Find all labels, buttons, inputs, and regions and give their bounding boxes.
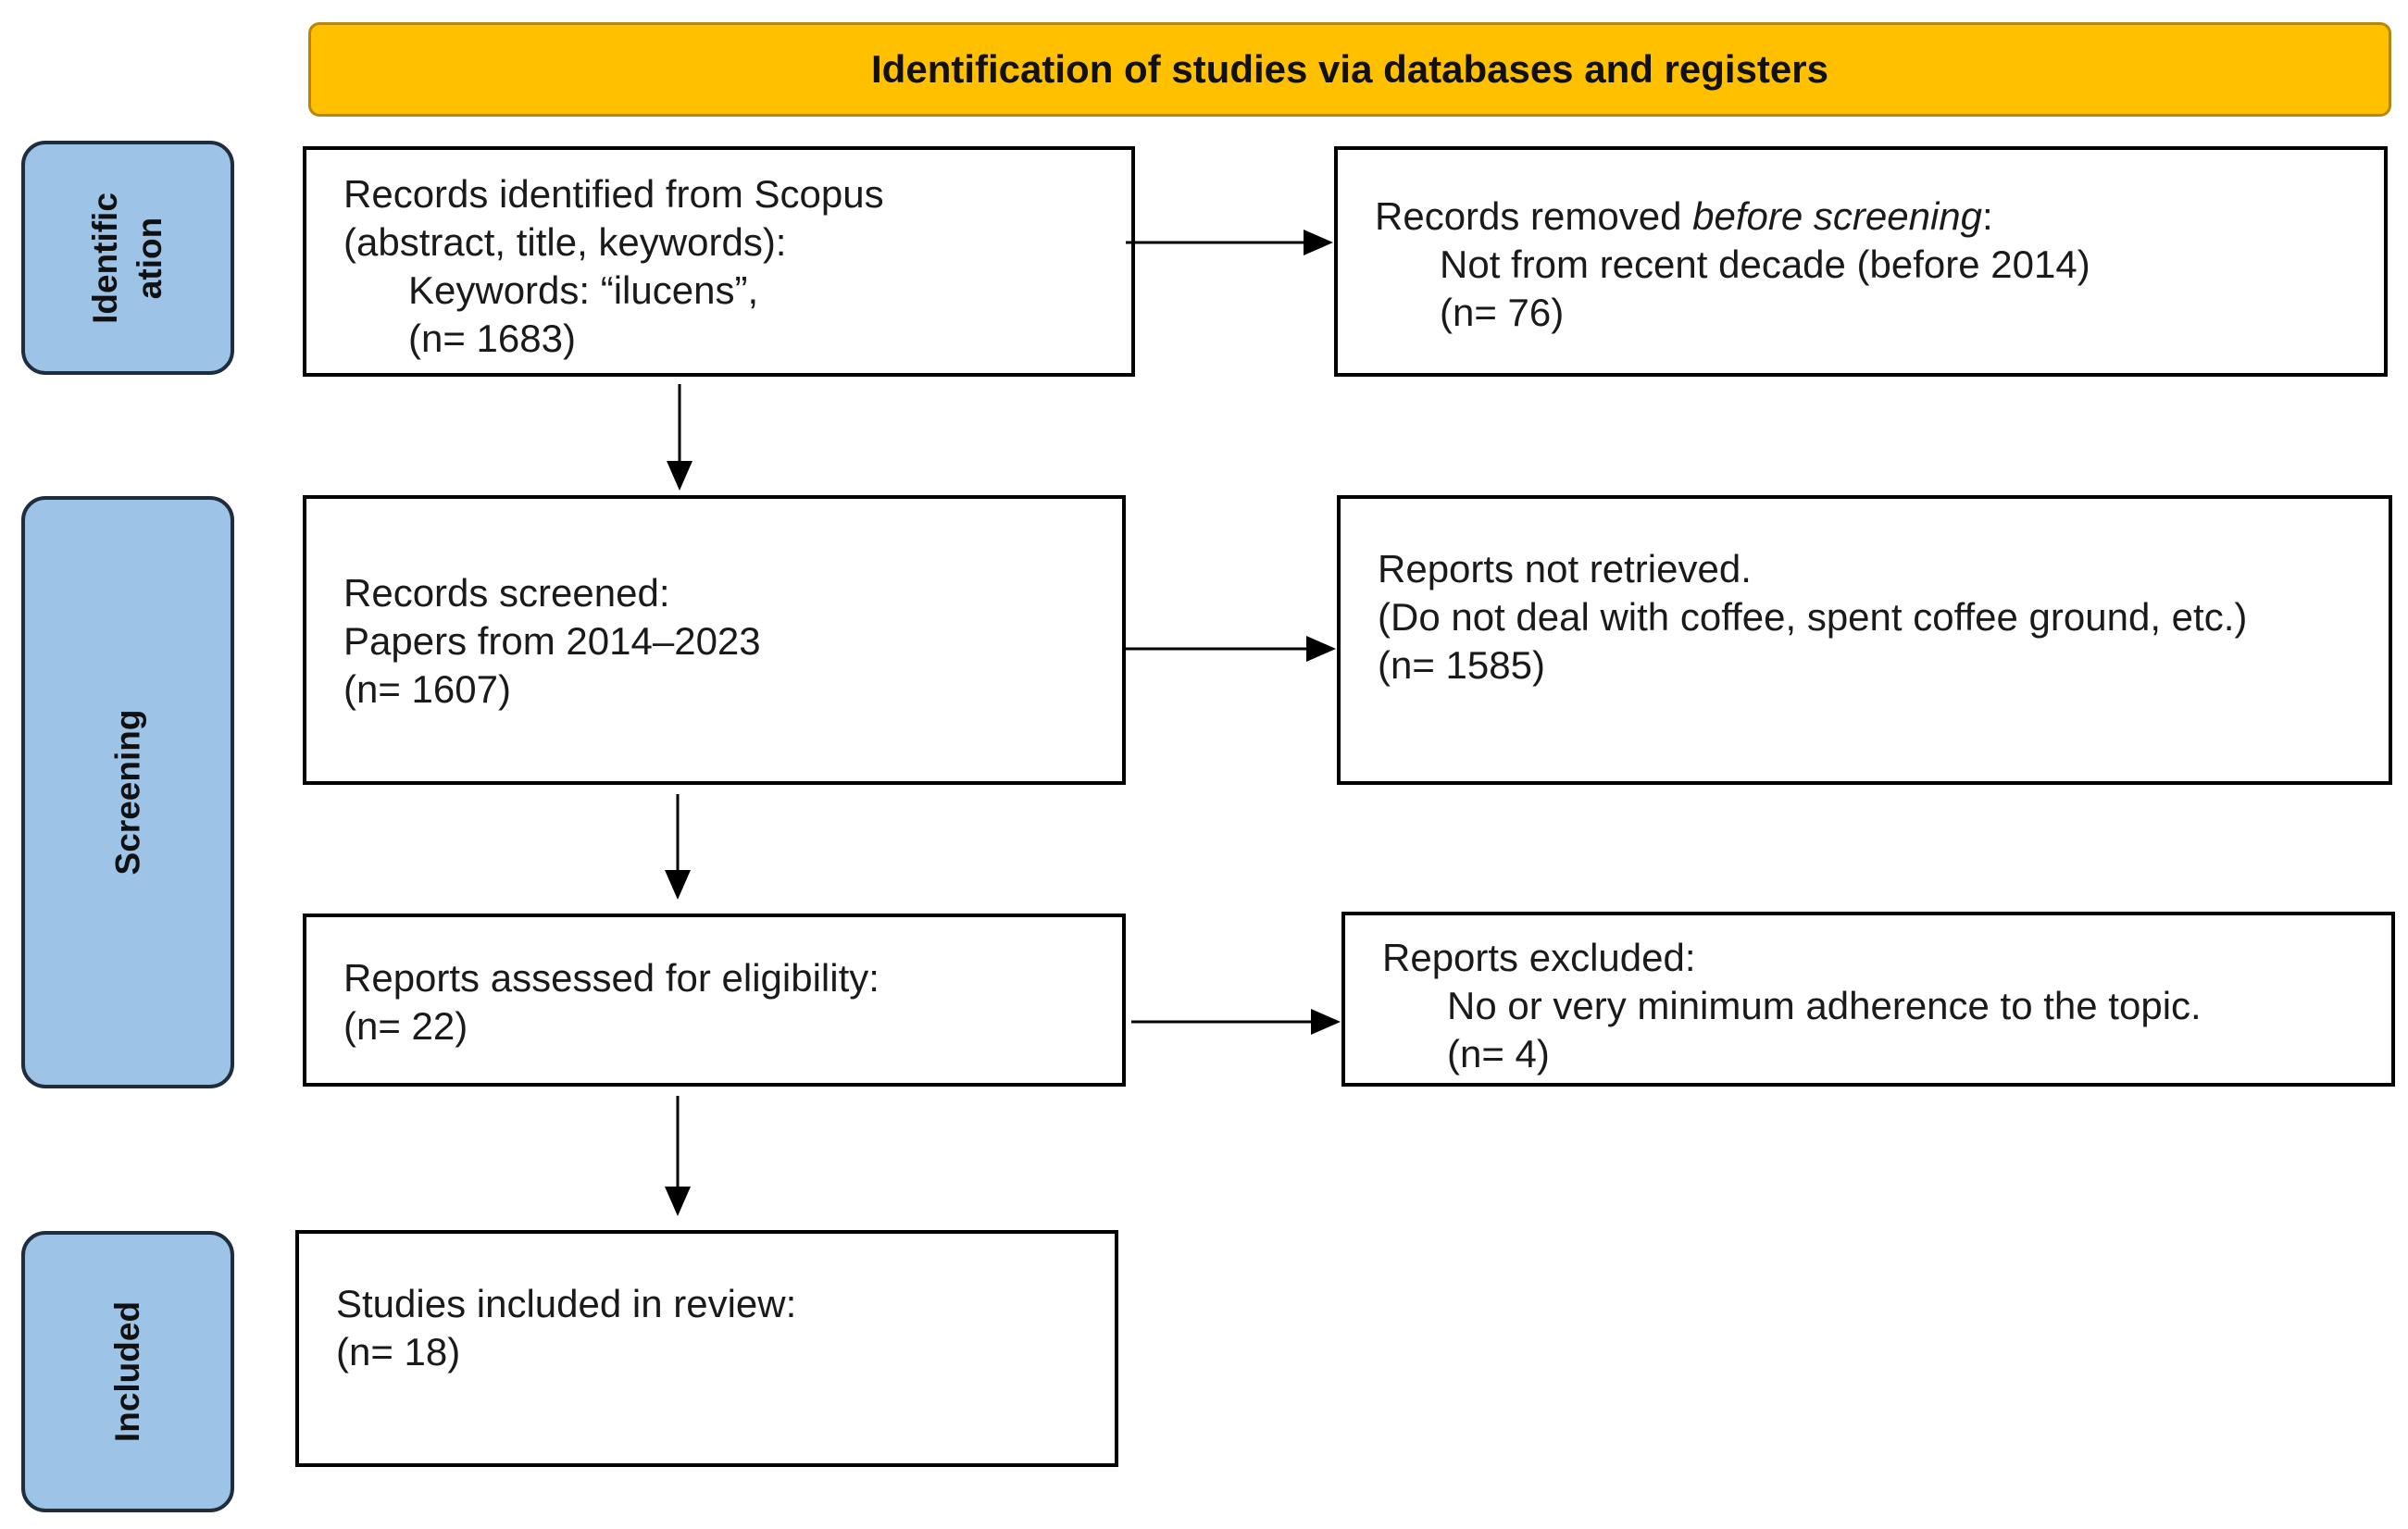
records-identified-box: Records identified from Scopus (abstract… [303,146,1135,377]
reports-not-retrieved-line1: Reports not retrieved. [1378,547,1752,590]
arrow-assessed-to-included [665,1096,691,1216]
records-identified-line1: Records identified from Scopus [343,172,884,216]
banner-title: Identification of studies via databases … [871,47,1828,91]
records-removed-line1: Records removed before screening: [1375,193,2384,241]
reports-not-retrieved-box: Reports not retrieved. (Do not deal with… [1337,495,2392,785]
arrow-identified-to-removed [1126,230,1333,255]
records-removed-suffix: : [1982,194,1993,238]
records-identified-line2: (abstract, title, keywords): [343,220,787,264]
reports-excluded-line1: Reports excluded: [1382,936,1696,979]
records-identified-line3: Keywords: “ilucens”, [408,268,759,312]
reports-excluded-box: Reports excluded: No or very minimum adh… [1341,912,2395,1087]
reports-not-retrieved-line2: (Do not deal with coffee, spent coffee g… [1378,595,2248,639]
records-screened-line2: Papers from 2014–2023 [343,619,761,663]
records-removed-italic: before screening [1692,194,1983,238]
reports-excluded-count: (n= 4) [1447,1032,1550,1075]
reports-not-retrieved-count: (n= 1585) [1378,643,1545,687]
records-removed-count: (n= 76) [1440,291,1565,334]
records-screened-count: (n= 1607) [343,667,511,711]
records-removed-box: Records removed before screening: Not fr… [1334,146,2388,377]
arrow-screened-to-assessed [665,794,691,900]
identification-banner: Identification of studies via databases … [308,22,2391,117]
phase-screening: Screening [21,496,234,1088]
arrow-assessed-to-excluded [1131,1009,1341,1035]
arrow-identified-to-screened [667,384,692,491]
studies-included-line1: Studies included in review: [336,1282,797,1325]
records-removed-line2: Not from recent decade (before 2014) [1440,242,2090,286]
records-identified-count: (n= 1683) [408,317,576,360]
records-screened-box: Records screened: Papers from 2014–2023 … [303,495,1126,785]
records-screened-line1: Records screened: [343,571,670,615]
reports-assessed-line1: Reports assessed for eligibility: [343,956,880,1000]
phase-included: Included [21,1231,234,1512]
arrow-screened-to-not-retrieved [1126,636,1336,662]
reports-assessed-box: Reports assessed for eligibility: (n= 22… [303,914,1126,1087]
phase-identification: Identific ation [21,141,234,375]
studies-included-box: Studies included in review: (n= 18) [295,1230,1118,1467]
studies-included-count: (n= 18) [336,1330,461,1374]
reports-assessed-count: (n= 22) [343,1004,468,1048]
records-removed-prefix: Records removed [1375,194,1693,238]
reports-excluded-line2: No or very minimum adherence to the topi… [1447,984,2202,1027]
